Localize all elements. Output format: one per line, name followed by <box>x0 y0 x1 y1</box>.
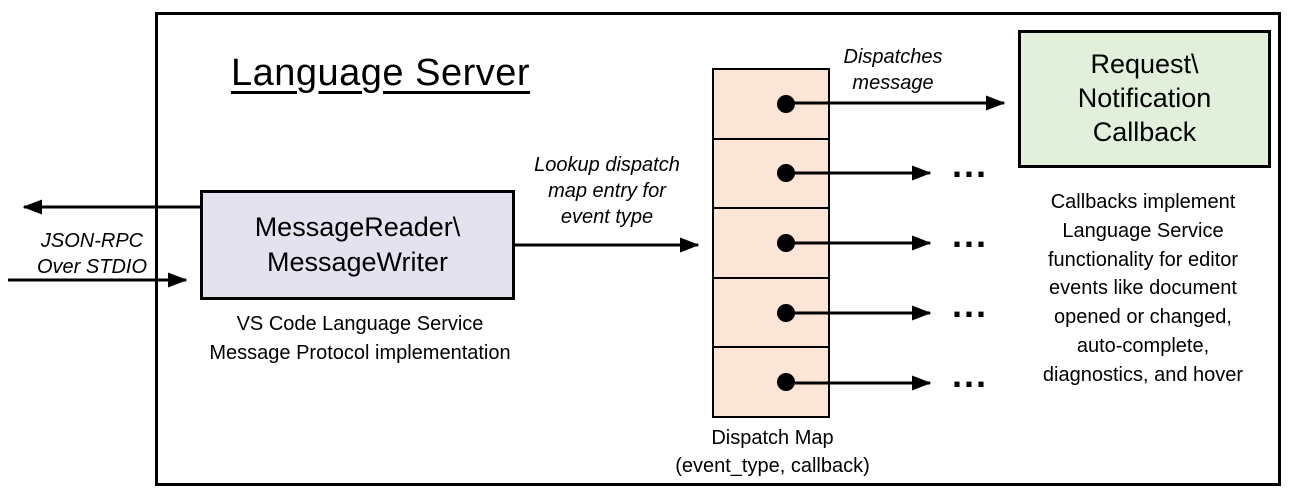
callbacks-note: Callbacks implement Language Service fun… <box>1042 191 1244 386</box>
dispatch-entry-dot <box>776 94 795 113</box>
dispatch-cell <box>714 139 828 210</box>
dispatch-map <box>712 68 830 418</box>
ellipsis: ... <box>952 144 989 185</box>
ellipsis: ... <box>952 284 989 325</box>
dispatch-cell <box>714 209 828 279</box>
dispatch-entry-dot <box>776 373 795 392</box>
dispatch-map-caption: Dispatch Map (event_type, callback) <box>675 427 870 477</box>
dispatch-entry-dot <box>776 303 795 322</box>
dispatch-entry-dot <box>776 164 795 183</box>
message-reader-box: MessageReader\ MessageWriter <box>200 190 515 300</box>
dispatches-message-label: Dispatches message <box>843 46 943 94</box>
diagram-title: Language Server <box>231 52 531 94</box>
message-reader-caption: VS Code Language Service Message Protoco… <box>209 313 511 364</box>
dispatch-cell <box>714 70 828 140</box>
callback-box: Request\ Notification Callback <box>1018 30 1271 168</box>
dispatch-cell <box>714 278 828 349</box>
ellipsis: ... <box>952 214 989 255</box>
callback-box-label: Request\ Notification Callback <box>1077 49 1212 147</box>
stdio-label: JSON-RPC Over STDIO <box>36 230 147 278</box>
lookup-label: Lookup dispatch map entry for event type <box>534 154 680 228</box>
ellipsis: ... <box>952 354 989 395</box>
message-reader-label: MessageReader\ MessageWriter <box>254 211 461 277</box>
dispatch-entry-dot <box>776 233 795 252</box>
dispatch-cell <box>714 348 828 416</box>
language-server-box <box>155 12 1281 486</box>
